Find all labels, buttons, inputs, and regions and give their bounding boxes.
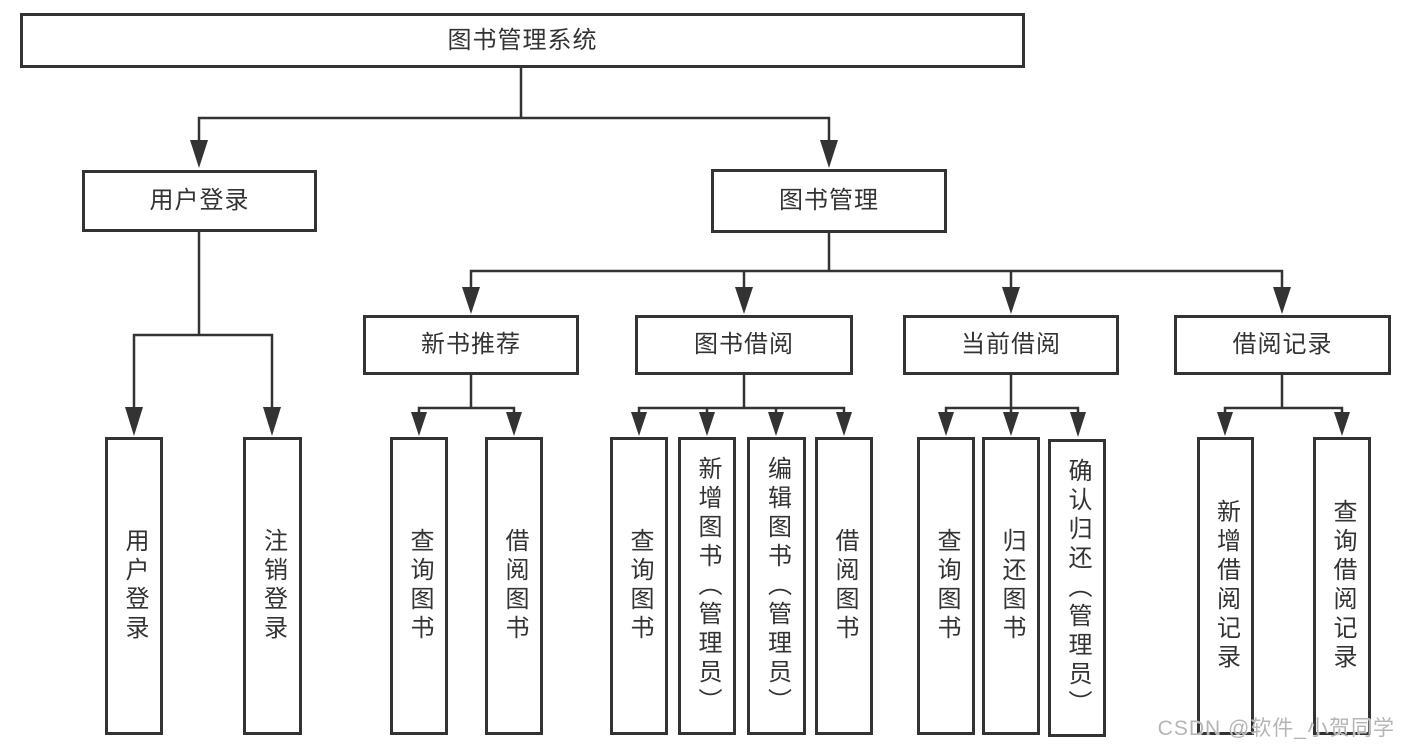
leaf-br-add-record-label: 新增借阅记录 bbox=[1212, 499, 1240, 673]
leaf-logout-label: 注销登录 bbox=[259, 528, 287, 644]
connector-current-borrow-children bbox=[938, 373, 1086, 437]
leaf-cb-query-books-label: 查询图书 bbox=[933, 528, 960, 644]
leaf-cb-confirm-return-label: 确认归还（管理员） bbox=[1064, 457, 1091, 719]
connector-borrow-records-children bbox=[1217, 373, 1350, 436]
leaf-br-add-record: 新增借阅记录 bbox=[1197, 437, 1254, 735]
leaf-rec-query-books: 查询图书 bbox=[390, 437, 448, 735]
node-book-mgmt-label: 图书管理 bbox=[779, 187, 879, 214]
leaf-cb-return-books-label: 归还图书 bbox=[998, 528, 1025, 644]
node-book-borrow: 图书借阅 bbox=[635, 315, 853, 375]
leaf-rec-borrow-books: 借阅图书 bbox=[485, 437, 543, 735]
node-new-book-rec-label: 新书推荐 bbox=[421, 331, 521, 358]
leaf-bb-add-books: 新增图书（管理员） bbox=[678, 437, 736, 735]
node-root: 图书管理系统 bbox=[20, 13, 1025, 68]
leaf-bb-query-books: 查询图书 bbox=[610, 437, 668, 735]
leaf-logout: 注销登录 bbox=[243, 437, 302, 735]
leaf-bb-add-books-label: 新增图书（管理员） bbox=[694, 455, 721, 717]
connector-new-book-rec-children bbox=[411, 373, 522, 436]
node-borrow-records-label: 借阅记录 bbox=[1232, 331, 1333, 358]
leaf-bb-borrow-books: 借阅图书 bbox=[815, 437, 873, 735]
connector-book-mgmt-children bbox=[462, 231, 1291, 314]
leaf-bb-borrow-books-label: 借阅图书 bbox=[831, 528, 858, 644]
leaf-user-login: 用户登录 bbox=[105, 437, 163, 735]
node-root-label: 图书管理系统 bbox=[447, 26, 598, 54]
leaf-bb-query-books-label: 查询图书 bbox=[626, 528, 653, 644]
leaf-br-query-record-label: 查询借阅记录 bbox=[1329, 499, 1356, 673]
leaf-user-login-label: 用户登录 bbox=[121, 528, 148, 644]
node-user-login: 用户登录 bbox=[82, 170, 317, 232]
node-current-borrow: 当前借阅 bbox=[903, 315, 1119, 375]
leaf-cb-query-books: 查询图书 bbox=[917, 437, 975, 735]
leaf-cb-confirm-return: 确认归还（管理员） bbox=[1048, 439, 1106, 737]
node-borrow-records: 借阅记录 bbox=[1174, 315, 1391, 375]
node-current-borrow-label: 当前借阅 bbox=[961, 331, 1061, 358]
leaf-cb-return-books: 归还图书 bbox=[982, 437, 1040, 735]
connector-book-borrow-children bbox=[631, 373, 852, 436]
node-book-borrow-label: 图书借阅 bbox=[694, 331, 794, 358]
leaf-bb-edit-books-label: 编辑图书（管理员） bbox=[763, 455, 791, 717]
leaf-rec-query-books-label: 查询图书 bbox=[406, 528, 433, 644]
csdn-watermark: CSDN @软件_小贺同学 bbox=[1157, 717, 1395, 740]
node-new-book-rec: 新书推荐 bbox=[363, 315, 579, 375]
connector-root-to-level2 bbox=[190, 64, 838, 168]
leaf-rec-borrow-books-label: 借阅图书 bbox=[501, 528, 528, 644]
connector-user-login-children bbox=[125, 230, 281, 436]
leaf-br-query-record: 查询借阅记录 bbox=[1313, 437, 1371, 735]
leaf-bb-edit-books: 编辑图书（管理员） bbox=[747, 437, 806, 735]
node-book-mgmt: 图书管理 bbox=[711, 169, 947, 233]
node-user-login-label: 用户登录 bbox=[149, 187, 250, 214]
